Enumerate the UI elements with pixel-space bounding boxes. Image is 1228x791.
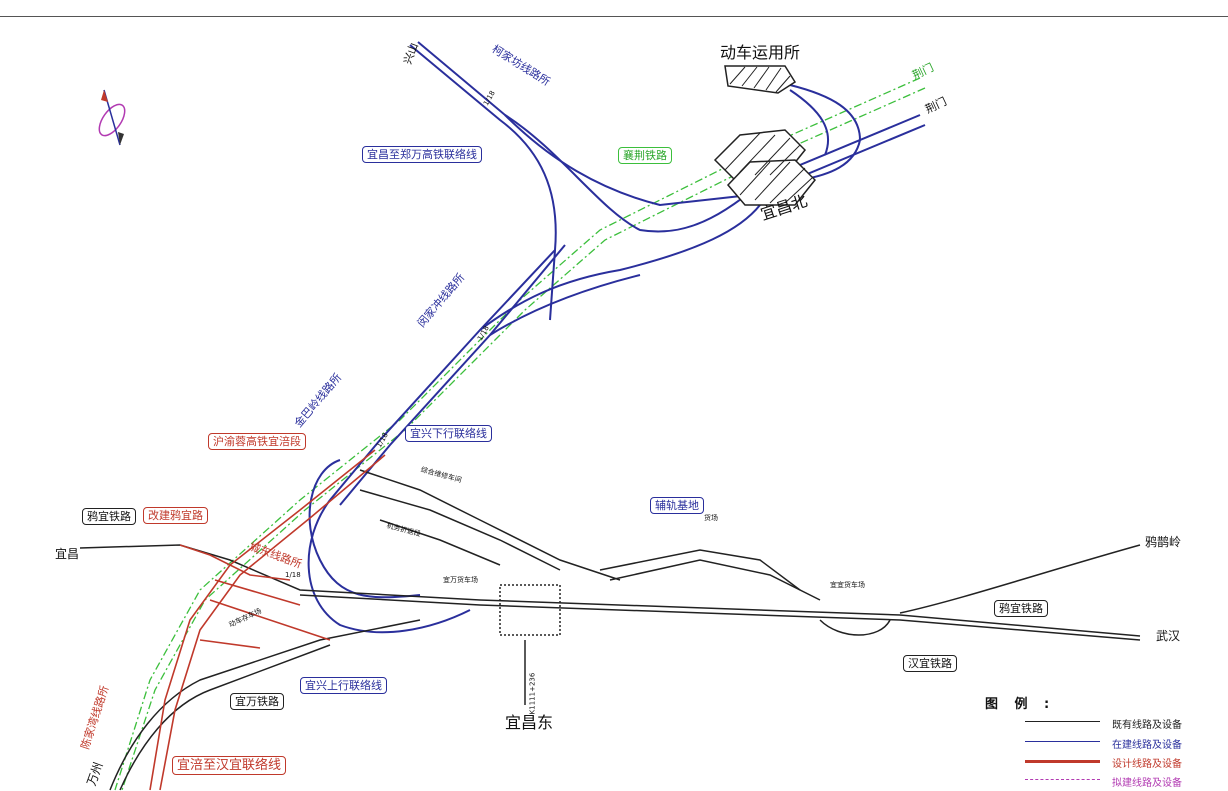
label-yixing-up: 宜兴上行联络线: [300, 677, 387, 694]
label-yichang-zhengwan: 宜昌至郑万高铁联络线: [362, 146, 482, 163]
label-xiangjing: 襄荆铁路: [618, 147, 672, 164]
top-border: [0, 16, 1228, 17]
dir-yaqueling: 鸦鹊岭: [1145, 535, 1182, 549]
label-yiwan-yard: 宜万货车场: [443, 576, 478, 584]
designed-lines: [149, 449, 386, 791]
dir-yichang: 宜昌: [55, 547, 80, 561]
label-yayi-left: 鸦宜铁路: [82, 508, 136, 525]
legend-line-under-construction: [1025, 741, 1100, 742]
label-yiwan: 宜万铁路: [230, 693, 284, 710]
label-yifu-hanyi: 宜涪至汉宜联络线: [172, 756, 287, 775]
label-num-4: 1/18: [285, 571, 301, 579]
legend-line-designed: [1025, 760, 1100, 763]
legend-title: 图 例 :: [985, 697, 1056, 712]
label-fuzhu-base: 辅轨基地: [650, 497, 704, 514]
station-yichang-east: 宜昌东: [505, 713, 554, 732]
existing-lines: [79, 469, 1141, 791]
label-gaijian-yayi: 改建鸦宜路: [143, 507, 208, 524]
legend-line-planned: [1025, 779, 1100, 780]
emu-depot-icon: [724, 65, 797, 94]
label-yiyi-yard: 宜宜货车场: [830, 581, 865, 589]
label-storage: 货场: [704, 514, 718, 522]
label-k-marker: K1111+236: [528, 672, 537, 715]
label-yixing-down: 宜兴下行联络线: [405, 425, 492, 442]
legend-label-planned: 拟建线路及设备: [1112, 778, 1182, 789]
yichang-north-station-icon: [713, 129, 817, 206]
compass-icon: [98, 89, 126, 146]
legend-label-existing: 既有线路及设备: [1112, 720, 1182, 731]
under-construction-lines: [307, 41, 926, 634]
label-huyurong: 沪渝蓉高铁宜涪段: [208, 433, 306, 450]
legend-label-under-construction: 在建线路及设备: [1112, 740, 1182, 751]
dir-wuhan: 武汉: [1156, 629, 1181, 643]
legend-label-designed: 设计线路及设备: [1112, 759, 1182, 770]
station-emu-depot: 动车运用所: [720, 43, 801, 62]
legend-line-existing: [1025, 721, 1100, 722]
label-hanyi: 汉宜铁路: [903, 655, 957, 672]
label-yayi-right: 鸦宜铁路: [994, 600, 1048, 617]
